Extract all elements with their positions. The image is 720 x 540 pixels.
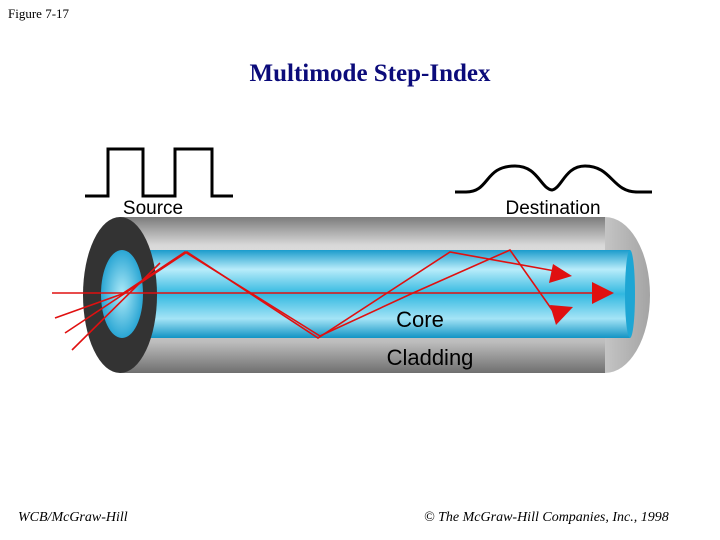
- destination-label: Destination: [505, 198, 600, 219]
- page-title: Multimode Step-Index: [249, 60, 491, 87]
- arrowhead-lower: [550, 305, 573, 325]
- copyright-symbol: ©: [424, 510, 435, 525]
- core-label: Core: [396, 307, 444, 332]
- source-label: Source: [123, 198, 183, 219]
- source-pulse-waveform: [85, 147, 233, 198]
- publisher-credit: WCB/McGraw-Hill: [18, 510, 128, 525]
- core-far-end: [625, 250, 635, 338]
- arrowhead-upper: [549, 264, 572, 283]
- cladding-label: Cladding: [387, 345, 474, 370]
- core-body: [125, 250, 630, 338]
- steep-ray: [71, 262, 161, 351]
- figure-label: Figure 7-17: [8, 6, 70, 21]
- copyright-text: The McGraw-Hill Companies, Inc., 1998: [438, 510, 669, 525]
- destination-pulse-waveform: [455, 164, 652, 194]
- arrowhead-middle: [592, 282, 614, 304]
- zigzag-ray-lower: [54, 249, 556, 337]
- zigzag-ray-upper: [64, 251, 556, 339]
- copyright-notice: © The McGraw-Hill Companies, Inc., 1998: [424, 510, 669, 526]
